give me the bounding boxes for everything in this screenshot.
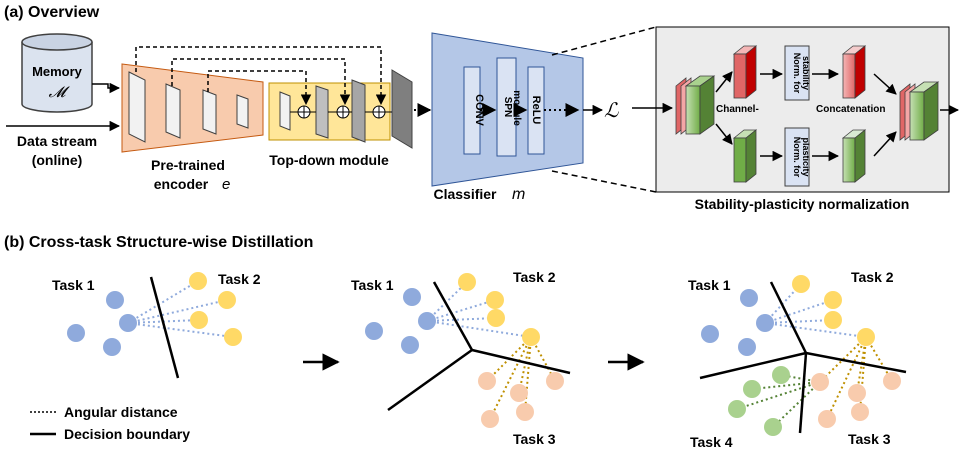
legend-angular-label: Angular distance bbox=[64, 404, 178, 420]
task2-point bbox=[189, 272, 207, 290]
p2-task3-label: Task 3 bbox=[513, 431, 556, 447]
task1-point bbox=[418, 312, 436, 330]
memory-label: Memory bbox=[32, 64, 83, 79]
sum-node-3 bbox=[372, 105, 386, 119]
output-feature bbox=[899, 81, 940, 141]
task4-point bbox=[764, 418, 782, 436]
p3-task1-label: Task 1 bbox=[688, 277, 731, 293]
plasticity-feature-out bbox=[841, 129, 867, 183]
p1-task2-label: Task 2 bbox=[218, 271, 261, 287]
task3-point bbox=[811, 373, 829, 391]
task3-point bbox=[818, 410, 836, 428]
memory-to-encoder-arrow bbox=[92, 82, 121, 94]
task1-point bbox=[701, 325, 719, 343]
norm-stability-line2: stability bbox=[801, 56, 811, 90]
legend: Angular distance Decision boundary bbox=[30, 404, 190, 442]
relu-label: ReLU bbox=[530, 96, 542, 125]
task1-point bbox=[67, 324, 85, 342]
datastream-line1: Data stream bbox=[17, 133, 97, 149]
task2-point bbox=[190, 311, 208, 329]
classifier-block: CONV SPN module ReLU bbox=[431, 32, 584, 187]
memory-cylinder: Memory 𝓜 bbox=[21, 33, 93, 113]
p3-task3-label: Task 3 bbox=[848, 431, 891, 447]
p1-task1-label: Task 1 bbox=[52, 277, 95, 293]
p2-task1-label: Task 1 bbox=[351, 277, 394, 293]
legend-boundary-label: Decision boundary bbox=[64, 426, 190, 442]
spn-detail-title: Stability-plasticity normalization bbox=[695, 196, 910, 212]
task2-point bbox=[218, 291, 236, 309]
task1-point bbox=[403, 288, 421, 306]
norm-stability-box: Norm. for stability bbox=[784, 45, 811, 101]
encoder-line1: Pre-trained bbox=[151, 157, 225, 173]
task1-point bbox=[401, 336, 419, 354]
task3-point bbox=[478, 372, 496, 390]
norm-plasticity-line2: plasticity bbox=[801, 137, 811, 176]
task1-point bbox=[738, 338, 756, 356]
stability-feature-in bbox=[732, 45, 758, 99]
task2-point bbox=[824, 311, 842, 329]
task3-point bbox=[510, 384, 528, 402]
task3-point bbox=[516, 403, 534, 421]
classifier-symbol: m bbox=[512, 186, 525, 203]
section-b-title: (b) Cross-task Structure-wise Distillati… bbox=[4, 234, 313, 251]
norm-stability-line1: Norm. for bbox=[792, 53, 802, 94]
task2-point bbox=[522, 328, 540, 346]
encoder-line2: encoder bbox=[154, 176, 209, 192]
panel-1: Task 1 Task 2 bbox=[52, 271, 261, 379]
task2-point bbox=[792, 275, 810, 293]
task3-point bbox=[848, 384, 866, 402]
panel-3: Task 1 Task 2 Task 3 Task 4 bbox=[688, 269, 907, 450]
task1-point bbox=[103, 338, 121, 356]
classifier-label: Classifier bbox=[433, 186, 497, 202]
plasticity-feature-in bbox=[732, 129, 758, 183]
zoom-line-bottom bbox=[551, 170, 657, 193]
sum-node-2 bbox=[336, 105, 350, 119]
stability-feature-out bbox=[841, 45, 867, 99]
task2-point bbox=[487, 309, 505, 327]
encoder-block bbox=[121, 63, 264, 153]
spn-detail-panel: Channel- Norm. for stability Norm. for p… bbox=[632, 26, 960, 193]
spn-label-line1: SPN bbox=[502, 97, 513, 118]
task1-point bbox=[106, 291, 124, 309]
task1-point bbox=[740, 289, 758, 307]
input-feature bbox=[675, 75, 716, 135]
task3-point bbox=[481, 410, 499, 428]
p3-task2-label: Task 2 bbox=[851, 269, 894, 285]
task4-point bbox=[772, 366, 790, 384]
task1-point bbox=[756, 314, 774, 332]
task1-point bbox=[119, 314, 137, 332]
split-label: Channel- bbox=[716, 104, 759, 115]
skip-connections bbox=[135, 46, 387, 106]
task2-point bbox=[857, 328, 875, 346]
task4-point bbox=[728, 400, 746, 418]
norm-plasticity-box: Norm. for plasticity bbox=[784, 127, 811, 187]
conv-label: CONV bbox=[473, 94, 485, 126]
task2-point bbox=[486, 291, 504, 309]
p2-task2-label: Task 2 bbox=[513, 269, 556, 285]
task1-point bbox=[365, 322, 383, 340]
task2-point bbox=[224, 328, 242, 346]
task3-point bbox=[851, 403, 869, 421]
p3-task4-label: Task 4 bbox=[690, 434, 733, 450]
topdown-label: Top-down module bbox=[269, 152, 389, 168]
concat-label: Concatenation bbox=[816, 104, 885, 115]
encoder-symbol: e bbox=[222, 176, 230, 193]
norm-plasticity-line1: Norm. for bbox=[792, 137, 802, 178]
memory-symbol: 𝓜 bbox=[49, 84, 71, 101]
datastream-line2: (online) bbox=[32, 152, 83, 168]
task4-point bbox=[743, 380, 761, 398]
task2-point bbox=[824, 291, 842, 309]
task2-point bbox=[458, 273, 476, 291]
task3-point bbox=[546, 372, 564, 390]
sum-node-1 bbox=[297, 105, 311, 119]
spn-label-line2: module bbox=[511, 90, 522, 126]
topdown-block bbox=[268, 69, 413, 149]
loss-symbol: ℒ bbox=[604, 100, 619, 122]
task3-point bbox=[883, 372, 901, 390]
zoom-line-top bbox=[551, 26, 657, 56]
section-a-title: (a) Overview bbox=[4, 4, 100, 21]
panel-2: Task 1 Task 2 Task 3 bbox=[351, 269, 571, 447]
